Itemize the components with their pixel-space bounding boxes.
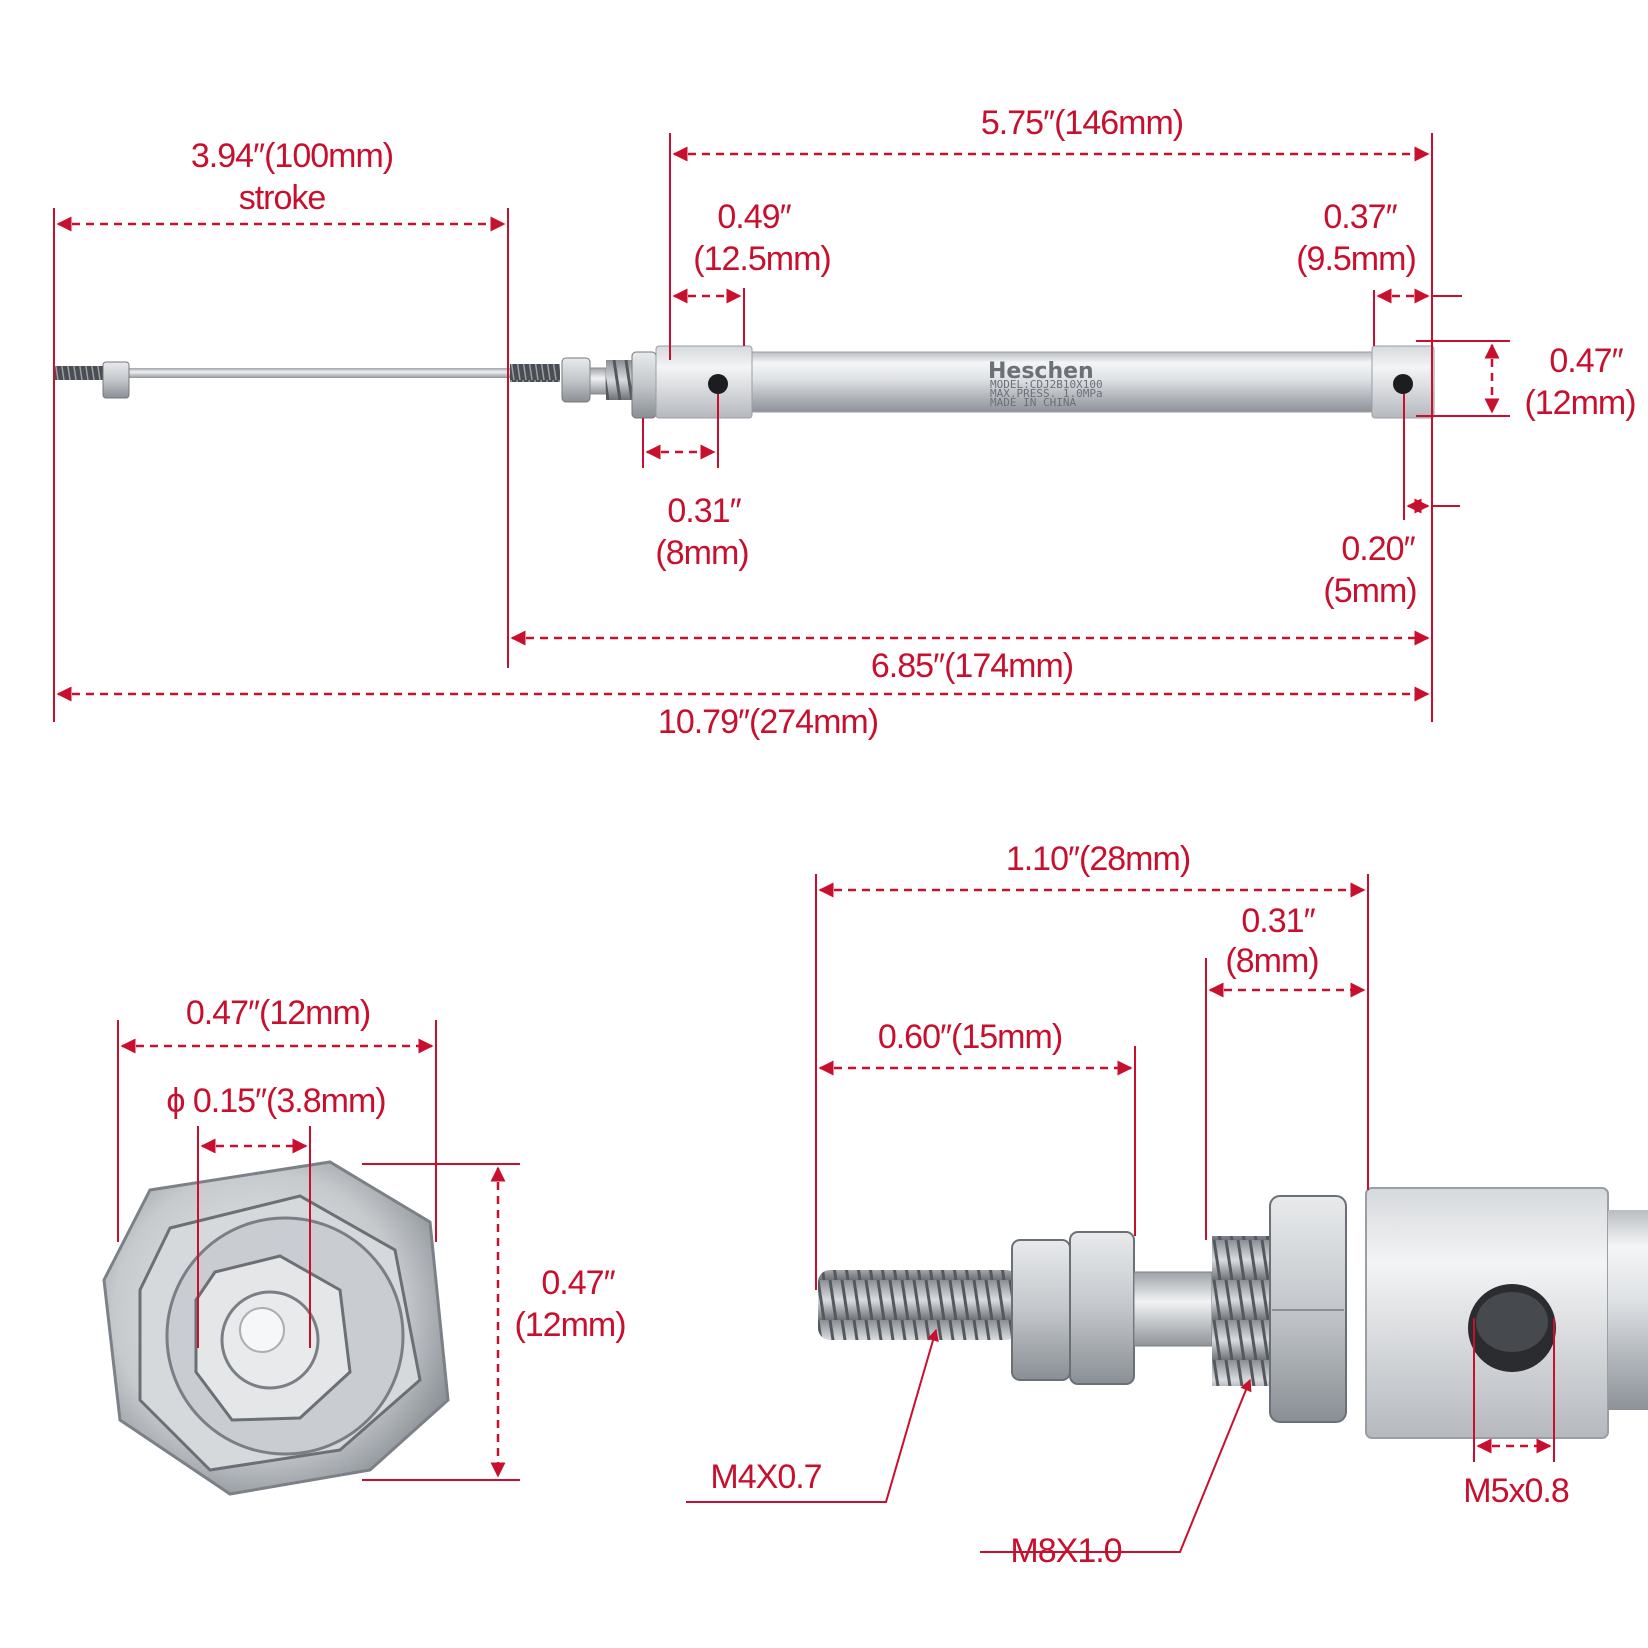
front-block-inch: 0.49″ (717, 198, 791, 236)
front-port-hole (708, 374, 728, 394)
detail-mount-thread (1212, 1236, 1274, 1386)
end-width-value: 0.47″(12mm) (186, 994, 370, 1032)
brand-engraving: Heschen (988, 359, 1094, 384)
top-view-labels: 3.94″(100mm) stroke 5.75″(146mm) 0.49″ (… (191, 104, 1637, 741)
end-view-labels: 0.47″(12mm) ϕ 0.15″(3.8mm) 0.47″ (12mm) (166, 994, 626, 1344)
rear-hole-mm: (5mm) (1323, 572, 1416, 610)
rod-end-thread (55, 366, 105, 380)
top-view-dimensions (53, 133, 1510, 722)
mount-thread-len-mm: (8mm) (1225, 942, 1318, 980)
stroke-label: stroke (239, 179, 326, 217)
model-engraving: MODEL:CDJ2B10X100 (990, 378, 1103, 391)
detail-rod-thread (818, 1270, 1018, 1340)
rod-end-nut (102, 361, 130, 399)
rod-thread (510, 364, 560, 382)
port-thread-spec: M5x0.8 (1463, 1472, 1569, 1510)
front-hole-inch: 0.31″ (667, 492, 741, 530)
pressure-engraving: MAX.PRESS. 1.0MPa (990, 387, 1103, 400)
mount-thread-len-inch: 0.31″ (1241, 902, 1315, 940)
rear-port-hole (1393, 374, 1413, 394)
front-hole-mm: (8mm) (655, 534, 748, 572)
end-view-photo (102, 1160, 450, 1496)
cylinder-photo: Heschen MODEL:CDJ2B10X100 MAX.PRESS. 1.0… (55, 345, 1435, 419)
block-height-inch: 0.47″ (1549, 342, 1623, 380)
rod-diameter-value: ϕ 0.15″(3.8mm) (166, 1082, 385, 1120)
rear-hole-inch: 0.20″ (1341, 530, 1415, 568)
detail-view-dimensions (686, 874, 1555, 1553)
body-length-value: 5.75″(146mm) (981, 104, 1183, 142)
end-height-mm: (12mm) (514, 1306, 625, 1344)
extended-length-value: 10.79″(274mm) (658, 703, 878, 741)
rear-block-inch: 0.37″ (1323, 198, 1397, 236)
stroke-value: 3.94″(100mm) (191, 137, 393, 175)
rod-nut (561, 357, 591, 403)
origin-engraving: MADE IN CHINA (990, 396, 1076, 409)
detail-view-photo (818, 1187, 1648, 1439)
rod-thread-len-value: 0.60″(15mm) (878, 1018, 1062, 1056)
detail-view-labels: 1.10″(28mm) 0.31″ (8mm) 0.60″(15mm) M4X0… (710, 840, 1569, 1570)
cylinder-body (751, 351, 1373, 413)
block-height-mm: (12mm) (1524, 384, 1635, 422)
end-view-dimensions (117, 1020, 520, 1481)
detail-rod-nut-1 (1011, 1239, 1071, 1381)
detail-total-value: 1.10″(28mm) (1006, 840, 1190, 878)
front-block-mm: (12.5mm) (693, 240, 830, 278)
piston-rod (60, 368, 510, 378)
rear-block-mm: (9.5mm) (1296, 240, 1416, 278)
end-height-inch: 0.47″ (541, 1264, 615, 1302)
rod-thread-spec: M4X0.7 (710, 1458, 821, 1496)
mount-nut-top (631, 351, 657, 419)
detail-rod-nut-2 (1069, 1231, 1135, 1385)
mount-thread-spec: M8X1.0 (1010, 1532, 1121, 1570)
mount-thread-top (606, 360, 632, 400)
retracted-length-value: 6.85″(174mm) (871, 647, 1073, 685)
detail-piston-rod (1133, 1271, 1213, 1347)
